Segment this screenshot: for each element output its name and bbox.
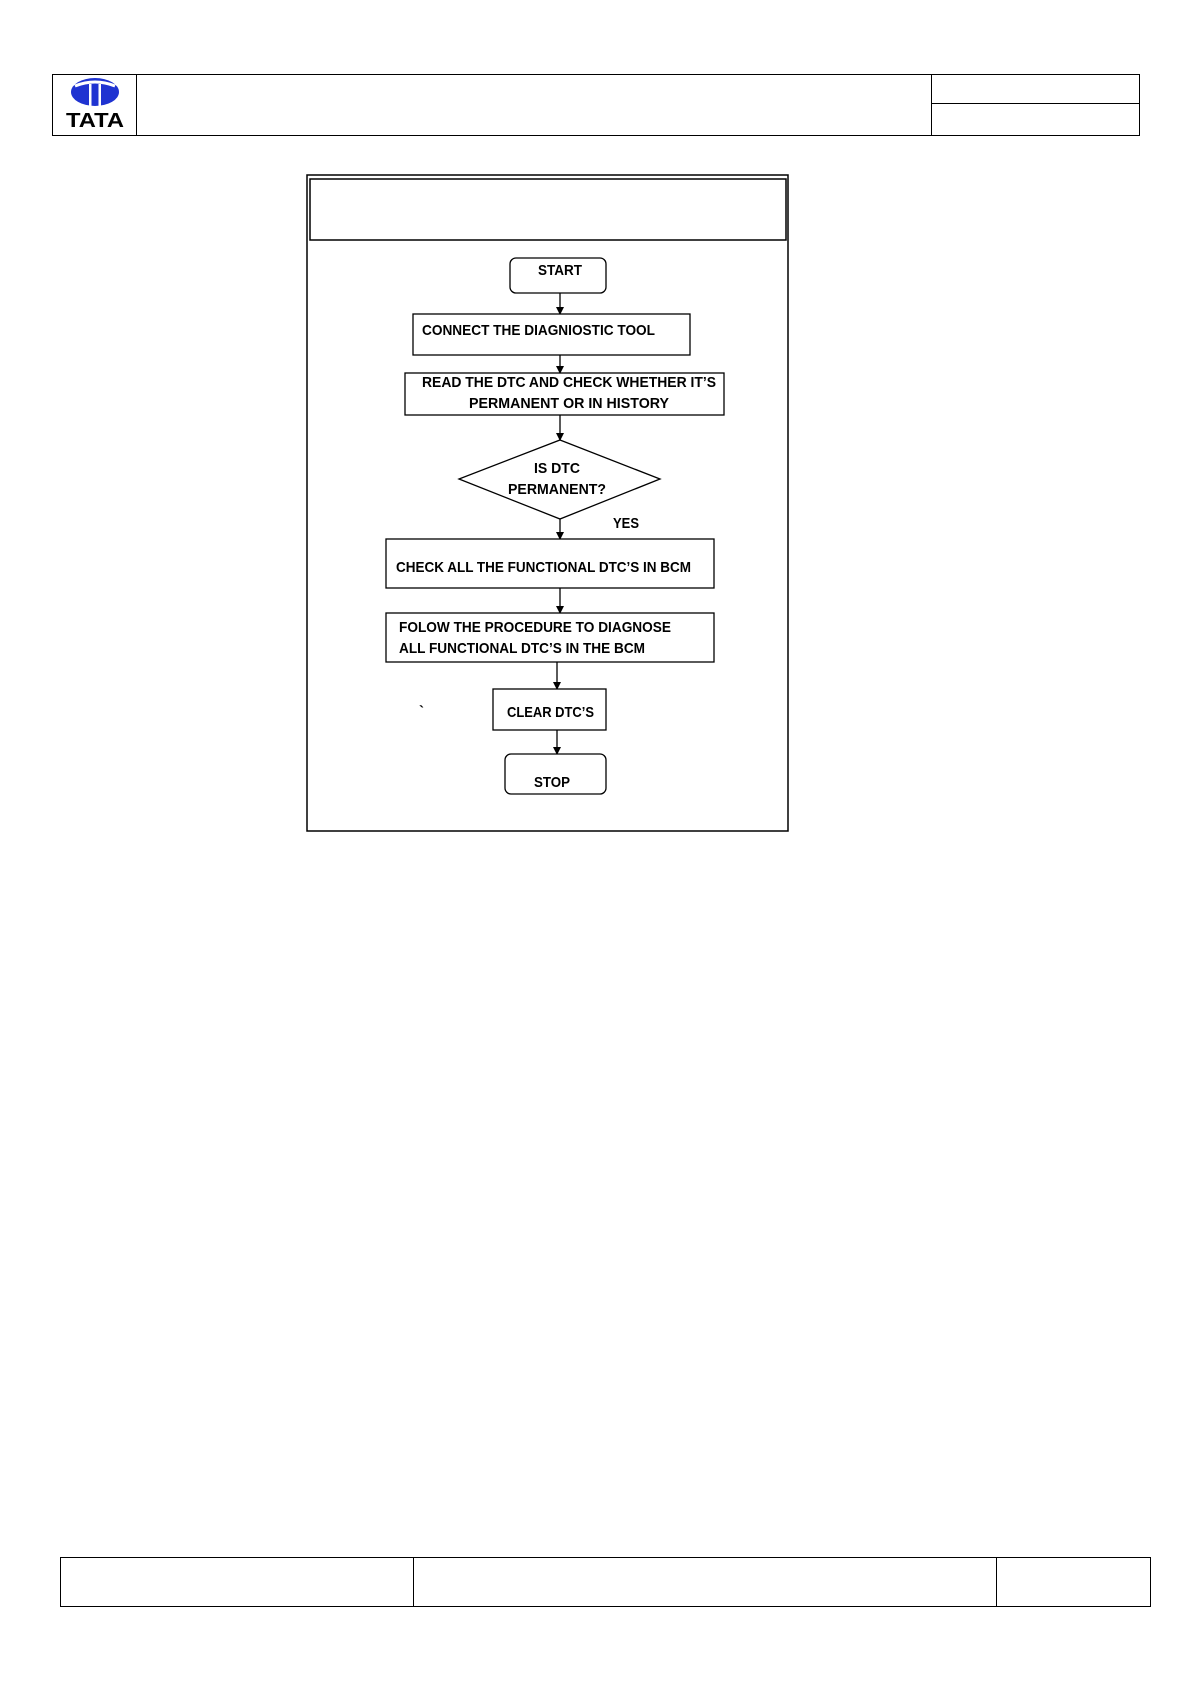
header-info-top — [932, 75, 1139, 104]
clear-dtc-node — [492, 688, 607, 731]
follow-procedure-node — [385, 612, 715, 663]
logo-wordmark: TATA — [66, 110, 124, 132]
page-header: TATA — [52, 74, 1140, 136]
follow-procedure-label-line2: ALL FUNCTIONAL DTC’S IN THE BCM — [399, 640, 645, 657]
stop-label: STOP — [534, 774, 570, 791]
footer-cell-right — [997, 1558, 1150, 1606]
connect-tool-label: CONNECT THE DIAGNIOSTIC TOOL — [422, 322, 655, 339]
clear-dtc-label: CLEAR DTC’S — [507, 704, 594, 721]
footer-cell-middle — [414, 1558, 997, 1606]
read-dtc-node — [404, 372, 725, 416]
start-node — [509, 257, 607, 294]
tata-logo: TATA — [66, 78, 124, 132]
footer-cell-left — [61, 1558, 414, 1606]
check-dtc-node — [385, 538, 715, 589]
header-info-cell — [931, 75, 1139, 135]
logo-cell: TATA — [53, 75, 137, 135]
check-dtc-label: CHECK ALL THE FUNCTIONAL DTC’S IN BCM — [396, 559, 691, 576]
start-label: START — [538, 262, 582, 279]
follow-procedure-label-line1: FOLOW THE PROCEDURE TO DIAGNOSE — [399, 619, 671, 636]
decision-label-line2: PERMANENT? — [508, 481, 606, 498]
decision-label-line1: IS DTC — [534, 460, 580, 477]
flowchart-title-box — [309, 178, 787, 241]
stop-node — [504, 753, 607, 795]
stray-mark: ` — [419, 703, 424, 720]
tata-emblem-icon — [71, 78, 119, 106]
read-dtc-label-line2: PERMANENT OR IN HISTORY — [469, 395, 669, 412]
yes-label: YES — [613, 515, 639, 532]
connect-tool-node — [412, 313, 691, 356]
flowchart-frame — [306, 174, 789, 832]
decision-node — [457, 439, 662, 520]
read-dtc-label-line1: READ THE DTC AND CHECK WHETHER IT’S — [422, 374, 716, 391]
page-footer — [60, 1557, 1151, 1607]
